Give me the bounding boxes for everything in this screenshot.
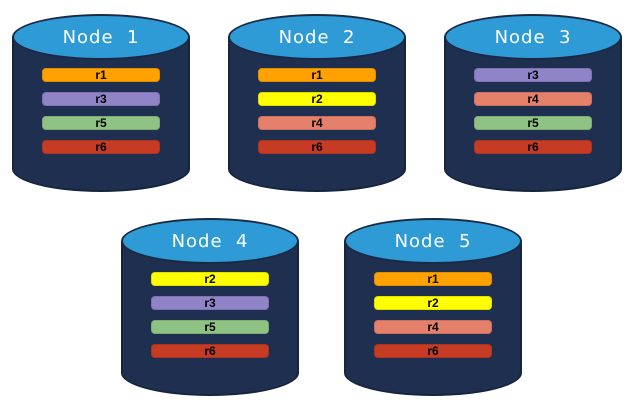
database-cylinder-node-3: Node 3 r3 r4 r5 r6 [444, 14, 622, 192]
database-cylinder-node-2: Node 2 r1 r2 r4 r6 [228, 14, 406, 192]
replica-bar-list: r1 r3 r5 r6 [42, 68, 160, 154]
replica-bar-r4: r4 [258, 116, 376, 130]
replica-bar-r3: r3 [42, 92, 160, 106]
replica-bar-r6: r6 [151, 344, 269, 358]
replica-bar-r1: r1 [42, 68, 160, 82]
replica-bar-r6: r6 [258, 140, 376, 154]
node-title: Node 1 [62, 27, 140, 48]
replica-bar-r5: r5 [474, 116, 592, 130]
replica-bar-r4: r4 [374, 320, 492, 334]
cylinder-top-ellipse: Node 5 [344, 218, 522, 264]
replica-bar-r3: r3 [151, 296, 269, 310]
replica-bar-r6: r6 [474, 140, 592, 154]
replica-bar-r1: r1 [374, 272, 492, 286]
cylinder-body [444, 37, 622, 192]
cylinder-top-ellipse: Node 4 [121, 218, 299, 264]
database-cylinder-node-5: Node 5 r1 r2 r4 r6 [344, 218, 522, 396]
replica-bar-r2: r2 [258, 92, 376, 106]
node-title: Node 2 [278, 27, 356, 48]
replica-bar-r2: r2 [151, 272, 269, 286]
replica-bar-r5: r5 [42, 116, 160, 130]
cylinder-top-ellipse: Node 2 [228, 14, 406, 60]
cylinder-body [228, 37, 406, 192]
replica-bar-list: r1 r2 r4 r6 [258, 68, 376, 154]
node-title: Node 4 [171, 231, 249, 252]
cylinder-body [121, 241, 299, 396]
replica-bar-r4: r4 [474, 92, 592, 106]
cylinder-body [344, 241, 522, 396]
replica-bar-list: r2 r3 r5 r6 [151, 272, 269, 358]
replica-bar-r3: r3 [474, 68, 592, 82]
database-cylinder-node-4: Node 4 r2 r3 r5 r6 [121, 218, 299, 396]
replica-bar-list: r3 r4 r5 r6 [474, 68, 592, 154]
replica-bar-list: r1 r2 r4 r6 [374, 272, 492, 358]
replica-bar-r1: r1 [258, 68, 376, 82]
replica-bar-r6: r6 [374, 344, 492, 358]
cylinder-top-ellipse: Node 3 [444, 14, 622, 60]
replica-bar-r6: r6 [42, 140, 160, 154]
replica-bar-r5: r5 [151, 320, 269, 334]
database-cylinder-node-1: Node 1 r1 r3 r5 r6 [12, 14, 190, 192]
node-title: Node 3 [494, 27, 572, 48]
cylinder-top-ellipse: Node 1 [12, 14, 190, 60]
replica-bar-r2: r2 [374, 296, 492, 310]
node-title: Node 5 [394, 231, 472, 252]
